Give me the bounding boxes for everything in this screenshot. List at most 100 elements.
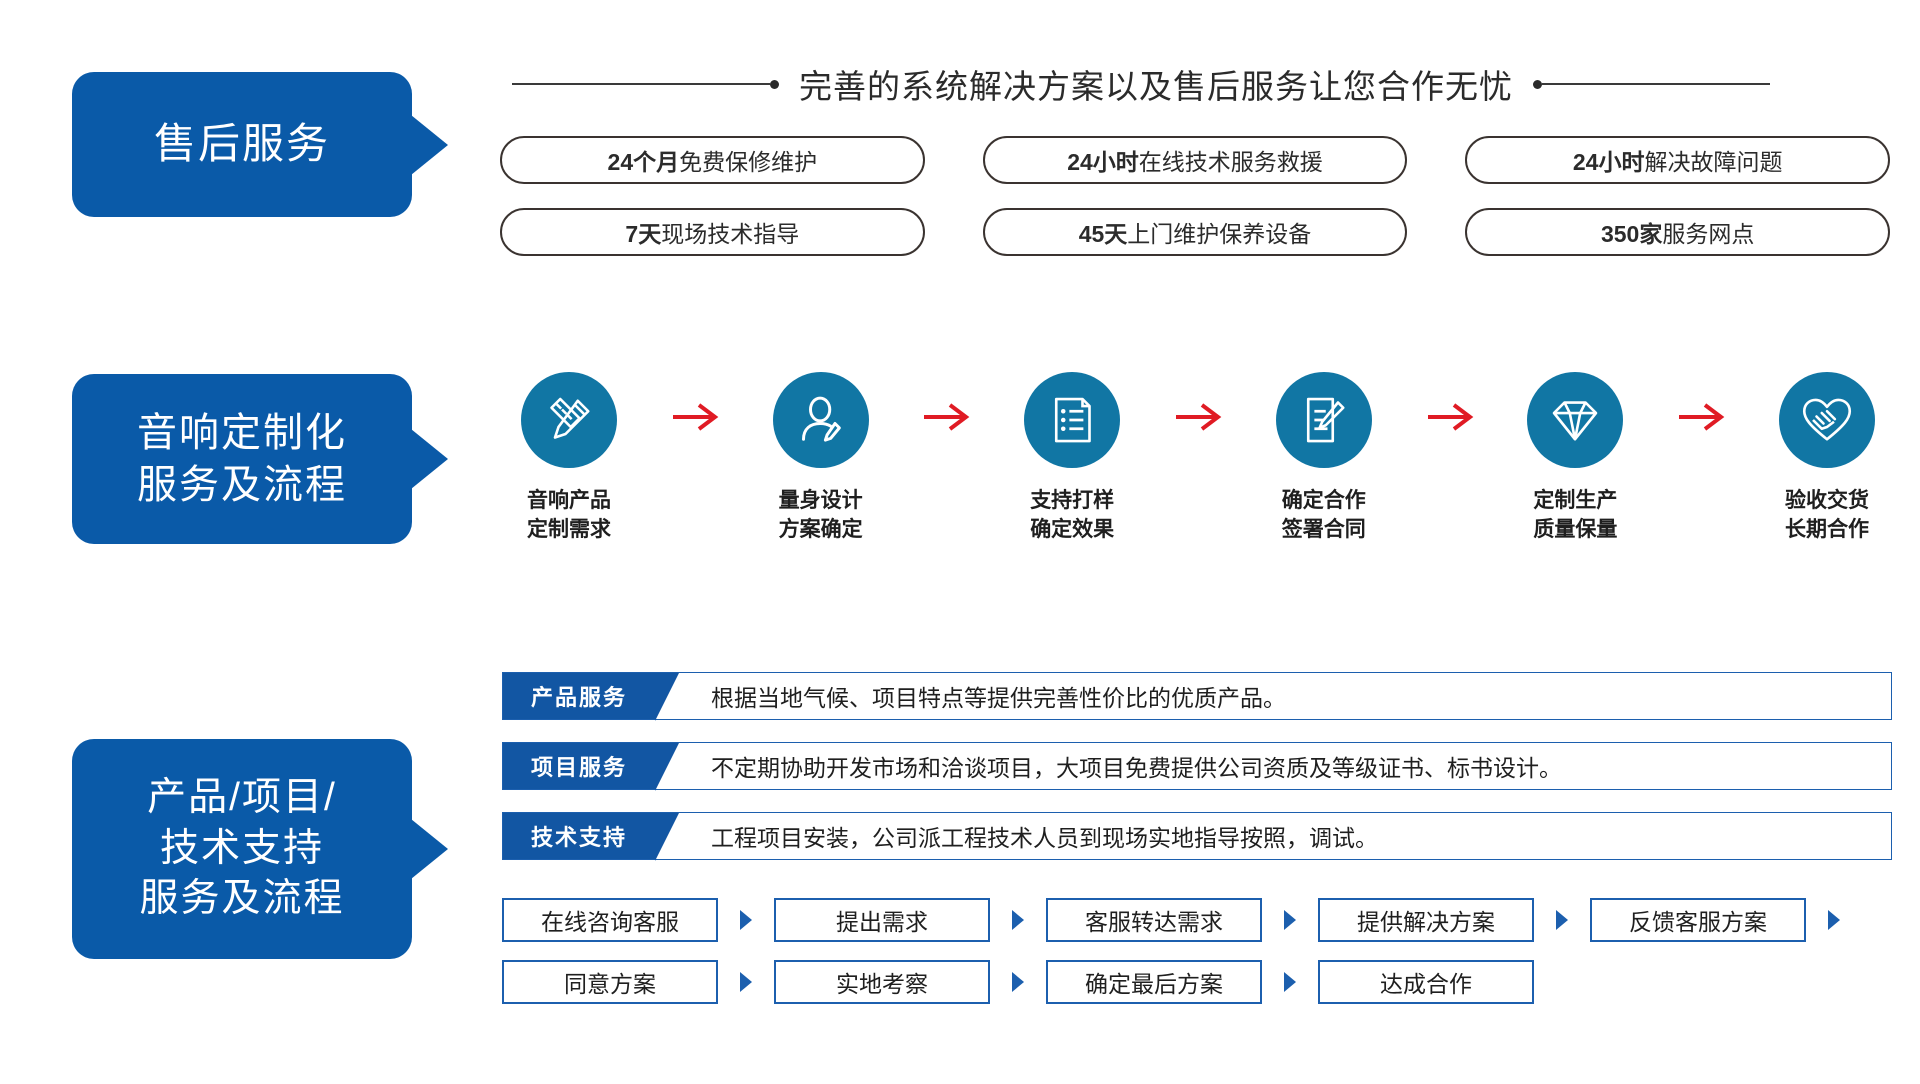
support-flow-row-2: 同意方案 实地考察 确定最后方案 达成合作	[502, 960, 1902, 1004]
step-circle	[772, 372, 869, 468]
header-dot-left-icon	[770, 79, 779, 89]
process-step[interactable]: 量身设计 方案确定	[750, 372, 892, 545]
pill-rest: 解决故障问题	[1644, 149, 1783, 175]
red-arrow-right-icon	[924, 403, 970, 431]
flow-step-box[interactable]: 在线咨询客服	[502, 898, 718, 942]
red-arrow-right-icon	[1679, 403, 1725, 431]
step-circle	[1778, 372, 1875, 468]
flow-step-box[interactable]: 提供解决方案	[1318, 898, 1534, 942]
aftersales-pill[interactable]: 24小时解决故障问题	[1465, 136, 1890, 184]
process-step[interactable]: 支持打样 确定效果	[1001, 372, 1143, 545]
flow-caret	[990, 909, 1046, 931]
header-rule-left-icon	[512, 83, 770, 85]
service-tag: 产品服务	[503, 673, 679, 721]
service-row[interactable]: 产品服务 根据当地气候、项目特点等提供完善性价比的优质产品。	[502, 672, 1892, 721]
red-arrow-right-icon	[1427, 403, 1473, 431]
flow-step-box[interactable]: 客服转达需求	[1046, 898, 1262, 942]
section-panel-customization: 音响定制化 服务及流程	[72, 374, 448, 544]
header-rule-right-icon	[1542, 83, 1770, 85]
section-panel-aftersales: 售后服务	[72, 72, 448, 217]
aftersales-pill[interactable]: 45天上门维护保养设备	[982, 208, 1408, 256]
service-row[interactable]: 技术支持 工程项目安装，公司派工程技术人员到现场实地指导按照，调试。	[502, 812, 1892, 861]
caret-right-icon	[1012, 910, 1024, 930]
diamond-quality-icon	[1553, 401, 1598, 441]
panel-label-customization: 音响定制化 服务及流程	[137, 411, 347, 507]
support-flow-chart: 在线咨询客服 提出需求 客服转达需求 提供解决方案 反馈客服方案 同意方案	[502, 898, 1902, 1022]
flow-step-box[interactable]: 实地考察	[774, 960, 990, 1004]
red-arrow-right-icon	[672, 403, 719, 431]
aftersales-header: 完善的系统解决方案以及售后服务让您合作无忧	[512, 60, 1890, 108]
aftersales-pill-grid: 24个月免费保修维护 24小时在线技术服务救援 24小时解决故障问题 7天现场技…	[500, 136, 1890, 256]
pill-rest: 服务网点	[1662, 221, 1755, 247]
flow-step-box[interactable]: 确定最后方案	[1046, 960, 1262, 1004]
customization-process-flow: 音响产品 定制需求 量身设计 方案确定	[498, 372, 1898, 572]
contract-signing-icon	[1306, 397, 1345, 443]
handshake-heart-icon	[1802, 398, 1852, 441]
process-arrow	[1143, 372, 1253, 434]
service-tag: 项目服务	[503, 743, 679, 791]
caret-right-icon	[1012, 972, 1024, 992]
panel-label-support: 产品/项目/ 技术支持 服务及流程	[139, 775, 345, 921]
pill-strong: 24个月	[607, 149, 680, 175]
flow-step-box[interactable]: 同意方案	[502, 960, 718, 1004]
step-circle	[1527, 372, 1624, 468]
flow-caret	[1262, 909, 1318, 931]
caret-right-icon	[1284, 910, 1296, 930]
process-arrow	[1646, 372, 1756, 434]
service-description: 根据当地气候、项目特点等提供完善性价比的优质产品。	[711, 685, 1286, 711]
support-flow-row-1: 在线咨询客服 提出需求 客服转达需求 提供解决方案 反馈客服方案	[502, 898, 1902, 942]
panel-pointer-icon	[411, 819, 448, 879]
flow-caret-wrap	[1806, 909, 1862, 931]
pill-strong: 24小时	[1572, 149, 1645, 175]
aftersales-pill[interactable]: 24小时在线技术服务救援	[982, 136, 1408, 184]
flow-caret	[718, 971, 774, 993]
flow-step-box[interactable]: 反馈客服方案	[1590, 898, 1806, 942]
caret-right-icon	[1828, 910, 1840, 930]
pill-rest: 在线技术服务救援	[1138, 149, 1323, 175]
caret-right-icon	[1284, 972, 1296, 992]
pill-strong: 24小时	[1067, 149, 1139, 175]
aftersales-pill[interactable]: 350家服务网点	[1465, 208, 1890, 256]
person-designer-icon	[801, 396, 841, 442]
caret-right-icon	[740, 972, 752, 992]
pill-rest: 上门维护保养设备	[1127, 221, 1312, 247]
service-row[interactable]: 项目服务 不定期协助开发市场和洽谈项目，大项目免费提供公司资质及等级证书、标书设…	[502, 742, 1892, 791]
flow-caret	[718, 909, 774, 931]
support-service-list: 产品服务 根据当地气候、项目特点等提供完善性价比的优质产品。 项目服务 不定期协…	[502, 672, 1892, 882]
process-step[interactable]: 验收交货 长期合作	[1756, 372, 1898, 545]
flow-caret	[1262, 971, 1318, 993]
header-dot-right-icon	[1533, 79, 1542, 89]
pill-strong: 350家	[1600, 221, 1663, 247]
pill-strong: 7天	[625, 221, 662, 247]
step-label: 音响产品 定制需求	[527, 489, 611, 542]
step-circle	[1024, 372, 1121, 468]
process-step[interactable]: 定制生产 质量保量	[1504, 372, 1646, 545]
section-panel-support: 产品/项目/ 技术支持 服务及流程	[72, 739, 448, 959]
aftersales-pill[interactable]: 7天现场技术指导	[500, 208, 925, 256]
pill-rest: 免费保修维护	[679, 149, 818, 175]
flow-step-box[interactable]: 提出需求	[774, 898, 990, 942]
process-step[interactable]: 音响产品 定制需求	[498, 372, 640, 545]
step-circle	[521, 372, 617, 468]
process-arrow	[1395, 372, 1505, 434]
checklist-document-icon	[1055, 397, 1091, 443]
flow-step-box[interactable]: 达成合作	[1318, 960, 1534, 1004]
step-label: 确定合作 签署合同	[1281, 489, 1366, 542]
step-label: 支持打样 确定效果	[1030, 489, 1115, 542]
process-step[interactable]: 确定合作 签署合同	[1253, 372, 1395, 545]
step-circle	[1275, 372, 1372, 468]
process-arrow	[640, 372, 750, 434]
step-label: 验收交货 长期合作	[1784, 489, 1869, 542]
red-arrow-right-icon	[1175, 403, 1222, 431]
process-arrow	[892, 372, 1002, 434]
panel-label-aftersales: 售后服务	[153, 120, 330, 168]
service-tag: 技术支持	[503, 813, 679, 861]
pill-strong: 45天	[1078, 221, 1128, 247]
caret-right-icon	[740, 910, 752, 930]
flow-caret	[1534, 909, 1590, 931]
service-description: 工程项目安装，公司派工程技术人员到现场实地指导按照，调试。	[711, 825, 1378, 851]
aftersales-pill[interactable]: 24个月免费保修维护	[500, 136, 925, 184]
service-description: 不定期协助开发市场和洽谈项目，大项目免费提供公司资质及等级证书、标书设计。	[711, 755, 1562, 781]
step-label: 定制生产 质量保量	[1533, 489, 1618, 542]
